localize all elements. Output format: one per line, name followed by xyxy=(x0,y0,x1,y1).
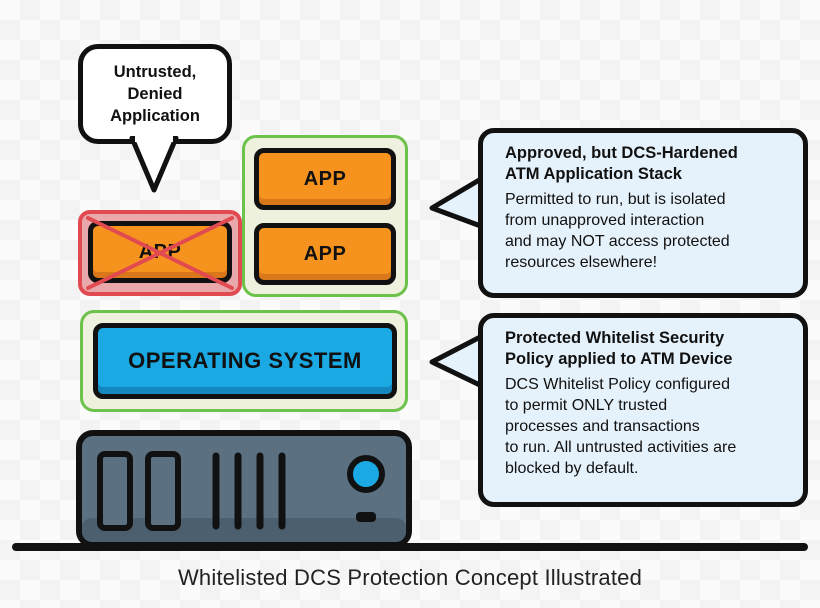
operating-system-tile: OPERATING SYSTEM xyxy=(93,323,397,399)
approved-stack-card-title: Approved, but DCS-Hardened ATM Applicati… xyxy=(505,144,738,183)
approved-app-tile-bottom: APP xyxy=(254,223,396,285)
whitelist-policy-card-body: DCS Whitelist Policy configured to permi… xyxy=(505,376,737,477)
denied-app-bubble-text: Untrusted, Denied Application xyxy=(110,63,200,125)
bubble-tail xyxy=(129,136,179,193)
approved-stack-card: Approved, but DCS-Hardened ATM Applicati… xyxy=(478,128,808,298)
denied-app-bubble: Untrusted, Denied Application xyxy=(78,44,232,144)
approved-app-top-label: APP xyxy=(303,167,347,190)
diagram-caption: Whitelisted DCS Protection Concept Illus… xyxy=(177,565,643,590)
operating-system-label: OPERATING SYSTEM xyxy=(128,348,362,373)
approved-app-tile-top: APP xyxy=(254,148,396,210)
whitelist-policy-card-title: Protected Whitelist Security Policy appl… xyxy=(505,329,733,368)
ground-line xyxy=(12,543,808,551)
denied-cross-icon xyxy=(86,216,234,290)
whitelist-policy-card: Protected Whitelist Security Policy appl… xyxy=(478,313,808,507)
atm-server-icon xyxy=(76,430,412,548)
approved-app-bottom-label: APP xyxy=(303,242,347,265)
approved-stack-card-body: Permitted to run, but is isolated from u… xyxy=(505,191,730,271)
